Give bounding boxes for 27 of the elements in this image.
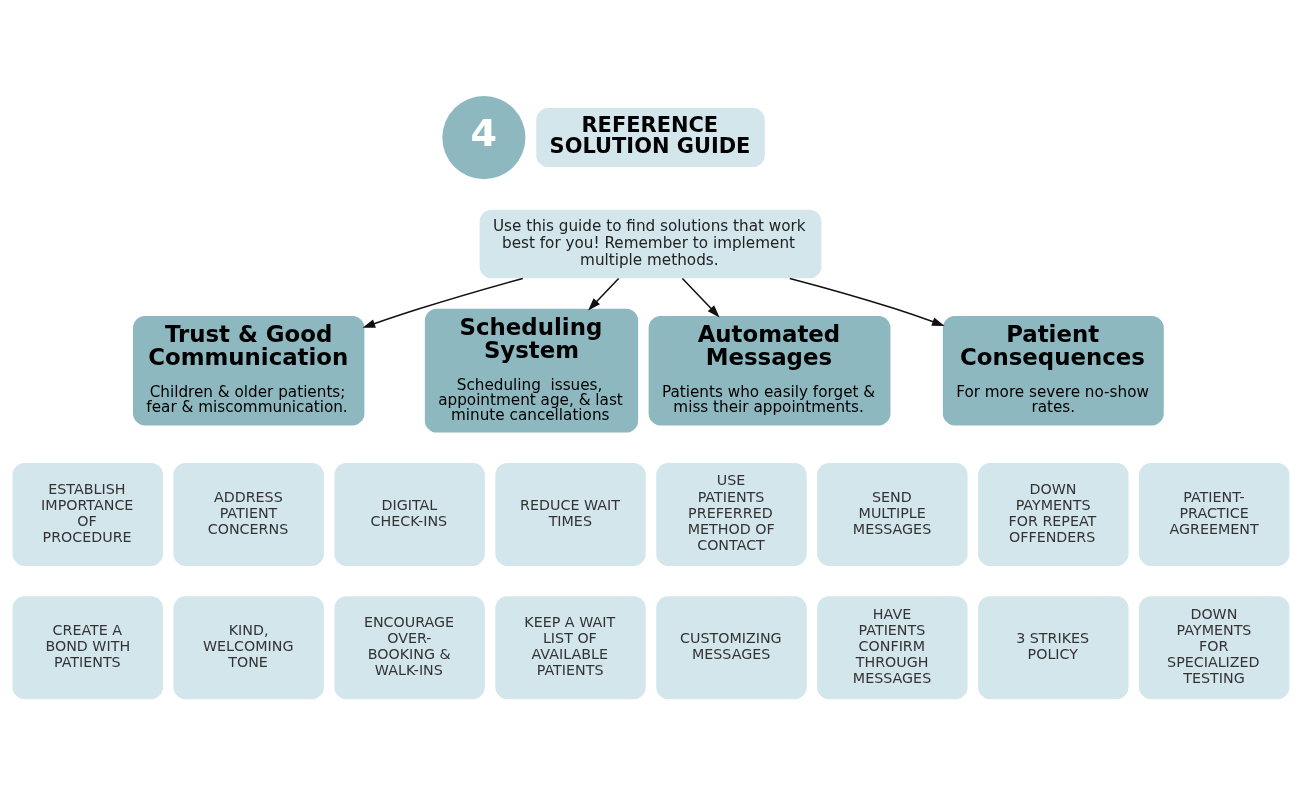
node-box: USE PATIENTS PREFERRED METHOD OF CONTACT [656, 463, 807, 566]
node-box: ADDRESS PATIENT CONCERNS [173, 463, 324, 566]
node-circle: 4 [442, 95, 526, 180]
node-box: DIGITAL CHECK-INS [334, 463, 485, 566]
node-box: DOWN PAYMENTS FOR REPEAT OFFENDERS [978, 463, 1129, 566]
node-box: ESTABLISH IMPORTANCE OF PROCEDURE [12, 463, 163, 566]
node-box: HAVE PATIENTS CONFIRM THROUGH MESSAGES [817, 596, 968, 700]
node-box: KEEP A WAIT LIST OF AVAILABLE PATIENTS [495, 596, 646, 700]
arrow [588, 277, 620, 311]
node-box: REDUCE WAIT TIMES [495, 463, 646, 566]
node-box: DOWN PAYMENTS FOR SPECIALIZED TESTING [1139, 596, 1290, 700]
node-box: SEND MULTIPLE MESSAGES [817, 463, 968, 566]
node-box: 3 STRIKES POLICY [978, 596, 1129, 700]
node-box: ENCOURAGE OVER-BOOKING & WALK-INS [334, 596, 485, 700]
node-box: Scheduling System Scheduling issues, appointment age, & last minute cancellations [424, 308, 639, 433]
node-box: Trust & Good Communication Children & older patients; fear & miscommunication. [133, 315, 365, 426]
node-box: KIND, WELCOMING TONE [173, 596, 324, 700]
node-box: PATIENT-PRACTICE AGREEMENT [1139, 463, 1290, 566]
arrow [789, 277, 945, 326]
node-box: Use this guide to find solutions that work best for you! Remember to implement multiple methods. [479, 209, 822, 279]
node-box: REFERENCE SOLUTION GUIDE [536, 108, 765, 168]
node-box: Patient Consequences For more severe no-show rates. [942, 315, 1164, 426]
node-box: CUSTOMIZING MESSAGES [656, 596, 807, 700]
arrow [362, 277, 524, 328]
node-box: CREATE A BOND WITH PATIENTS [12, 596, 163, 700]
arrow [681, 277, 720, 318]
node-box: Automated Messages Patients who easily forget & miss their appointments. [648, 315, 891, 426]
